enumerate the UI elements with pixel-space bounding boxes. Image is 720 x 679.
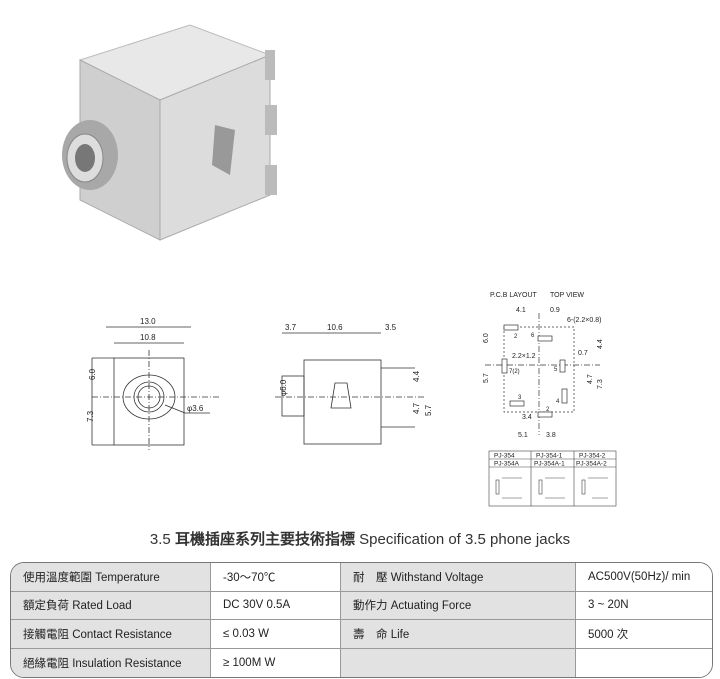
dim-0-9: 0.9 [550,307,560,314]
dim-3-8: 3.8 [546,432,556,439]
dim-phi-6: φ6.0 [279,379,288,396]
title-english: Specification of 3.5 phone jacks [359,531,571,548]
spec-label: 壽 命 Life [341,620,576,649]
spec-label: 額定負荷 Rated Load [11,591,211,620]
dim-10-6: 10.6 [327,323,343,332]
dim-7-3: 7.3 [86,410,95,422]
pad-size-6: 6-(2.2×0.8) [567,317,601,324]
dim-4-7: 4.7 [587,374,594,384]
spec-value: -30～70℃ [211,563,341,592]
spec-title: 3.5 耳機插座系列主要技術指標 Specification of 3.5 ph… [0,528,720,549]
model-label: PJ-354A-2 [576,461,607,468]
spec-label: 絕緣電阻 Insulation Resistance [11,648,211,677]
dim-6-0: 6.0 [483,333,490,343]
dim-phi-3-6: φ3.6 [187,404,204,413]
pcb-layout-drawing: P.C.B LAYOUT TOP VIEW 4.1 0.9 6-(2.2×0.8… [483,292,604,439]
pcb-layout-label: P.C.B LAYOUT [490,292,538,299]
spec-label-empty [341,648,576,677]
spec-label: 耐 壓 Withstand Voltage [341,563,576,592]
dim-4-4: 4.4 [597,339,604,349]
pin-3: 3 [518,395,522,401]
title-number: 3.5 [149,531,171,548]
model-label: PJ-354-1 [536,453,563,460]
model-label: PJ-354-2 [579,453,606,460]
dim-3-5: 3.5 [385,323,397,332]
dim-10-8: 10.8 [140,333,156,342]
title-chinese: 耳機插座系列主要技術指標 [174,531,355,548]
top-view-label: TOP VIEW [550,292,584,299]
dim-6: 6.0 [88,368,97,380]
dim-5-1: 5.1 [518,432,528,439]
dim-4-1: 4.1 [516,307,526,314]
pin-4: 4 [556,399,560,405]
spec-label: 接觸電阻 Contact Resistance [11,620,211,649]
front-view-drawing: 13.0 10.8 6.0 7.3 φ3.6 [86,317,220,450]
spec-value: 5000 次 [576,620,712,649]
side-view-drawing: 3.7 10.6 3.5 φ6.0 4.4 4.7 5.7 [275,323,433,445]
spec-label: 使用溫度範圍 Temperature [11,563,211,592]
pin-6: 6 [531,333,535,339]
model-label: PJ-354A [494,461,520,468]
pin-5: 5 [554,367,558,373]
model-label: PJ-354 [494,453,515,460]
spec-label: 動作力 Actuating Force [341,591,576,620]
dim-5-7: 5.7 [483,373,490,383]
model-label: PJ-354A-1 [534,461,565,468]
dim-3-7: 3.7 [285,323,297,332]
dim-4-4: 4.4 [412,370,421,382]
pin-2b: 2 [546,407,550,413]
dim-0-7: 0.7 [578,350,588,357]
spec-value: 3 ~ 20N [576,591,712,620]
spec-table: 使用溫度範圍 Temperature -30～70℃ 耐 壓 Withstand… [10,562,713,678]
pad-size-2-2: 2.2×1.2 [512,353,536,360]
product-photo [62,24,277,241]
pin-7: 7(2) [509,369,520,375]
dim-7-3: 7.3 [597,379,604,389]
spec-value: ≤ 0.03 W [211,620,341,649]
dim-13: 13.0 [140,317,156,326]
spec-value: AC500V(50Hz)/ min [576,563,712,592]
spec-value-empty [576,648,712,677]
pin-2: 2 [514,334,518,340]
dim-3-4: 3.4 [522,414,532,421]
spec-value: DC 30V 0.5A [211,591,341,620]
dim-5-7: 5.7 [424,404,433,416]
spec-value: ≥ 100M W [211,648,341,677]
model-schematic-table: PJ-354 PJ-354-1 PJ-354-2 PJ-354A PJ-354A… [488,450,617,507]
dim-4-7: 4.7 [412,402,421,414]
